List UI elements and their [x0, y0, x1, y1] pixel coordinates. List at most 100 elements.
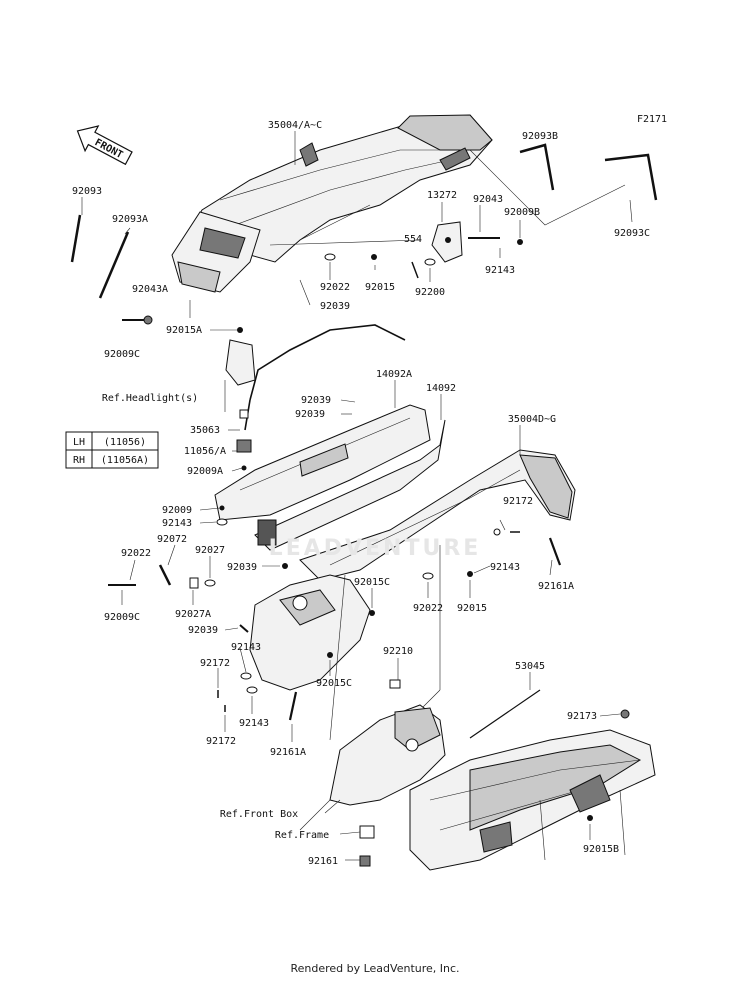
label-92093: 92093: [72, 186, 102, 197]
label-92015c-upper: 92015C: [354, 577, 390, 588]
label-14092a: 14092A: [376, 369, 412, 380]
label-92039-b: 92039: [295, 409, 325, 420]
clip-92039-lower: [239, 624, 249, 633]
frame-mount: [359, 825, 375, 839]
wire-harness: [249, 324, 406, 401]
label-13272: 13272: [427, 190, 457, 201]
label-92161: 92161: [308, 856, 338, 867]
label-92022-mid: 92022: [413, 603, 443, 614]
cover-11056: [236, 439, 252, 453]
panel-latch: [257, 519, 277, 546]
nut-92015c-upper: [369, 610, 375, 616]
washer-92022: [324, 253, 336, 261]
side-panel-14092a: [214, 404, 431, 521]
label-92172-lower-b: 92172: [206, 736, 236, 747]
washer-92143-lower-a: [240, 672, 252, 680]
legend-side-lh: LH: [73, 437, 85, 448]
side-legend: LH (11056) RH (11056A): [65, 431, 159, 469]
collar-92027a: [189, 577, 199, 589]
spring-92072: [158, 564, 172, 586]
label-92027a: 92027A: [175, 609, 211, 620]
label-92172-right: 92172: [503, 496, 533, 507]
nut-92009b: [517, 239, 523, 245]
nut-92015: [371, 254, 377, 260]
label-92015-mid: 92015: [457, 603, 487, 614]
label-554: 554: [404, 234, 422, 245]
legend-part-rh: (11056A): [101, 455, 149, 466]
screw-92009a: [241, 465, 247, 471]
label-92022-left: 92022: [121, 548, 151, 559]
label-ref-frame: Ref.Frame: [275, 830, 329, 841]
label-92172-lower-a: 92172: [200, 658, 230, 669]
front-arrow-icon: FRONT: [76, 125, 133, 166]
label-92072: 92072: [157, 534, 187, 545]
leader-554: [269, 239, 421, 246]
label-92039-a: 92039: [301, 395, 331, 406]
label-92027: 92027: [195, 545, 225, 556]
legend-part-lh: (11056): [104, 437, 146, 448]
label-92039-lower: 92039: [188, 625, 218, 636]
washer-92143-lower-b: [246, 686, 258, 694]
callout-labels: 35004/A~C 92093B 92093 92093A 13272 9204…: [72, 120, 650, 867]
nut-92015c-lower: [327, 652, 333, 658]
label-92043: 92043: [473, 194, 503, 205]
grommet-92043a: [143, 315, 153, 325]
label-92143-lower-b: 92143: [239, 718, 269, 729]
label-92093a: 92093A: [112, 214, 148, 225]
label-14092: 14092: [426, 383, 456, 394]
label-92015b: 92015B: [583, 844, 619, 855]
trim-strip-92093b: [519, 143, 555, 191]
cable-53045: [469, 689, 541, 739]
screw-92009: [219, 505, 225, 511]
label-92043a: 92043A: [132, 284, 168, 295]
watermark: LEADVENTURE: [269, 536, 482, 561]
label-92093b: 92093B: [522, 131, 558, 142]
frame: [409, 729, 656, 871]
label-92015: 92015: [365, 282, 395, 293]
lower-side-panel: [249, 574, 371, 691]
label-92009b: 92009B: [504, 207, 540, 218]
label-92143-mid: 92143: [490, 562, 520, 573]
washer-92022-mid: [422, 572, 434, 580]
figure-code: F2171: [637, 114, 667, 125]
bracket-13272: [431, 221, 463, 263]
label-53045: 53045: [515, 661, 545, 672]
label-92009a: 92009A: [187, 466, 223, 477]
trim-strip-92093c: [604, 153, 658, 201]
label-92143-top: 92143: [485, 265, 515, 276]
side-panel-14092: [254, 419, 446, 551]
trim-92161a-right: [548, 537, 562, 566]
label-11056a: 11056/A: [184, 446, 226, 457]
pin-92200: [411, 261, 419, 279]
label-92161a-right: 92161A: [538, 581, 574, 592]
label-92143-lower-a: 92143: [231, 642, 261, 653]
label-ref-front-box: Ref.Front Box: [220, 809, 298, 820]
trim-92161a-left: [288, 691, 298, 721]
clip-92210: [389, 679, 401, 689]
headlight-bracket: [225, 327, 256, 386]
label-92173: 92173: [567, 711, 597, 722]
fender-35004d: [299, 449, 576, 581]
label-35063: 35063: [190, 425, 220, 436]
leader-lines: [81, 131, 633, 861]
label-92039-mid: 92039: [227, 562, 257, 573]
washer-92143-right: [493, 528, 501, 536]
washer-92143-left: [216, 518, 228, 526]
label-92200: 92200: [415, 287, 445, 298]
divider-left: [329, 574, 346, 741]
trim-strip-92093: [70, 214, 82, 263]
label-35004d: 35004D~G: [508, 414, 556, 425]
trim-strip-92093a: [98, 231, 130, 299]
label-92015a: 92015A: [166, 325, 202, 336]
label-92039-top: 92039: [320, 301, 350, 312]
label-92015c-lower: 92015C: [316, 678, 352, 689]
label-35004a: 35004/A~C: [268, 120, 322, 131]
footer-credit: Rendered by LeadVenture, Inc.: [290, 962, 460, 975]
nut-92015-mid: [467, 571, 473, 577]
roof-cover: [171, 114, 493, 293]
clip-92173: [620, 709, 630, 719]
clip-92039-mid: [282, 563, 288, 569]
washer-92027: [204, 579, 216, 587]
label-92009c-top: 92009C: [104, 349, 140, 360]
